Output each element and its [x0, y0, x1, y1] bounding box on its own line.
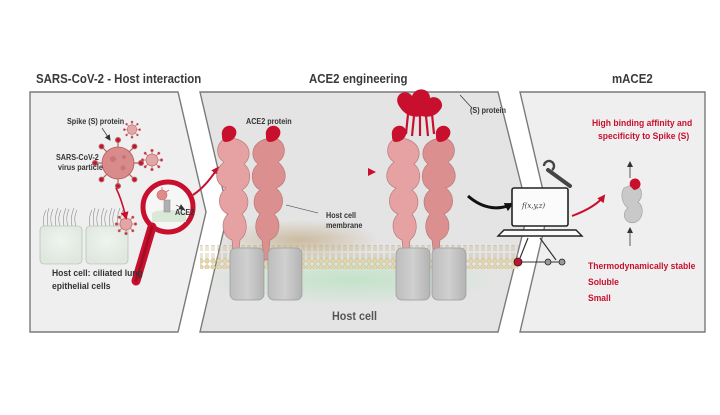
infection-arrow: [115, 187, 129, 220]
property-stable: Thermodynamically stable: [588, 261, 696, 272]
spike-pointer: [101, 127, 111, 141]
cell-block-4: [431, 247, 467, 301]
property-small: Small: [588, 293, 611, 304]
spike-protein-label: Spike (S) protein: [67, 117, 125, 126]
virus-particle-small-2: [123, 120, 141, 139]
ace2-protein-label: ACE2 protein: [246, 117, 292, 126]
s-protein-pointer: [459, 94, 473, 109]
property-affinity-line2: specificity to Spike (S): [598, 131, 690, 142]
host-cell-label-line1: Host cell: ciliated lung: [52, 268, 143, 279]
computation-arrow: [467, 194, 514, 212]
mace2-molecule: [621, 178, 643, 224]
virus-particle-label-line2: virus particle: [58, 163, 103, 172]
cell-block-3: [395, 247, 431, 301]
cell-block-2: [267, 247, 303, 301]
function-label: f(x,y,z): [522, 202, 546, 210]
output-arrow: [571, 194, 606, 217]
zoom-arrow: [192, 166, 220, 196]
host-cell-label: Host cell: [332, 309, 378, 323]
magnifier: [131, 179, 196, 286]
host-cell-membrane-label-line2: membrane: [326, 221, 363, 230]
panel-2-title: ACE2 engineering: [309, 71, 408, 86]
lung-epithelium: [39, 207, 129, 265]
host-cell-label-line2: epithelial cells: [52, 281, 111, 292]
panel-1-title: SARS-CoV-2 - Host interaction: [36, 71, 202, 86]
host-cell-membrane-label-line1: Host cell: [326, 211, 357, 220]
virus-particle-small-1: [140, 148, 164, 172]
s-protein-label: (S) protein: [470, 106, 506, 115]
virus-particle-large: [92, 137, 145, 190]
property-soluble: Soluble: [588, 277, 619, 288]
property-affinity-line1: High binding affinity and: [592, 118, 693, 129]
cell-block-1: [229, 247, 265, 301]
laptop: [496, 159, 584, 267]
panel-3-title: mACE2: [612, 71, 653, 86]
membrane-pointer: [285, 204, 319, 214]
ace2-magnifier-label: ACE2: [175, 208, 195, 217]
panel-1-background: [29, 91, 207, 333]
spike-trimer: [397, 89, 443, 137]
virus-particle-label-line1: SARS-CoV-2: [56, 153, 99, 162]
